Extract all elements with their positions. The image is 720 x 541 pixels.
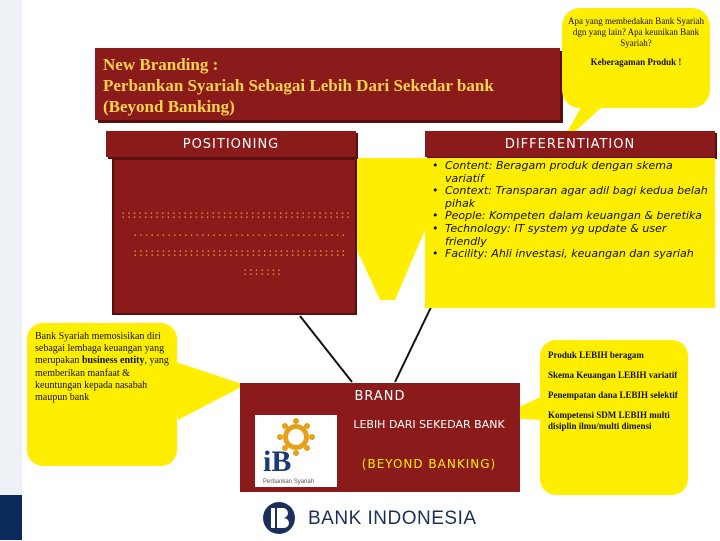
brand-line-1: LEBIH DARI SEKEDAR BANK (353, 418, 505, 431)
yellow-wedge (357, 158, 425, 300)
left-note-part-2: , yang memberikan manfaat & keuntungan k… (35, 355, 169, 404)
differentiation-item-people: •People: Kompeten dalam keuangan & beret… (432, 209, 703, 223)
right-note-bubble: Produk LEBIH beragam Skema Keuangan LEBI… (540, 340, 688, 495)
right-note-item-1: Produk LEBIH beragam (548, 350, 644, 360)
title-box: New Branding : Perbankan Syariah Sebagai… (95, 48, 560, 120)
dotted-line-4: ::::::: (242, 265, 282, 278)
callout-emphasis: Keberagaman Produk ! (590, 57, 682, 67)
left-band (0, 495, 22, 540)
connector-right (394, 302, 434, 383)
positioning-header: POSITIONING (106, 131, 356, 157)
differentiation-list: •Content: Beragam produk dengan skema va… (429, 159, 709, 261)
differentiation-box: •Content: Beragam produk dengan skema va… (425, 158, 715, 308)
differentiation-item-facility: •Facility: Ahli investasi, keuangan dan … (432, 247, 694, 261)
bank-indonesia-text: BANK INDONESIA (308, 508, 477, 529)
ib-logo: iB Perbankan Syariah (255, 415, 337, 487)
title-line-2: Perbankan Syariah Sebagai Lebih Dari Sek… (103, 76, 494, 95)
left-note-bubble: Bank Syariah memosisikan diri sebagai le… (27, 323, 177, 466)
left-note-part-1: Bank Syariah memosisikan diri sebagai le… (35, 331, 165, 367)
differentiation-header: DIFFERENTIATION (425, 131, 715, 157)
connector-left (299, 315, 353, 383)
brand-line-2: (BEYOND BANKING) (361, 457, 497, 471)
title-line-3: (Beyond Banking) (103, 97, 235, 116)
right-note-item-2: Skema Keuangan LEBIH variatif (548, 370, 678, 380)
brand-header: BRAND (240, 383, 520, 410)
svg-text:Perbankan Syariah: Perbankan Syariah (263, 479, 314, 485)
bank-indonesia-emblem-icon (263, 502, 295, 534)
bank-indonesia-logo (255, 500, 495, 536)
positioning-box: ::::::::::::::::::::::::::::::::::::::::… (112, 158, 357, 315)
callout-bubble: Apa yang membedakan Bank Syariah dgn yan… (562, 8, 710, 108)
differentiation-item-context: •Context: Transparan agar adil bagi kedu… (432, 184, 708, 210)
title-line-1: New Branding : (103, 55, 219, 74)
dotted-line-1: ::::::::::::::::::::::::::::::::::::::::… (120, 208, 350, 221)
left-note-bold: business entity (81, 355, 145, 367)
differentiation-item-content: •Content: Beragam produk dengan skema va… (432, 159, 673, 185)
right-note-item-4: Kompetensi SDM LEBIH multi disiplin ilmu… (548, 410, 670, 431)
left-strip (0, 0, 22, 540)
dotted-line-2: ........................................… (132, 226, 347, 239)
differentiation-item-technology: •Technology: IT system yg update & user … (432, 221, 667, 248)
callout-question: Apa yang membedakan Bank Syariah dgn yan… (568, 16, 704, 48)
right-note-item-3: Penempatan dana LEBIH selektif (548, 390, 678, 400)
svg-text:iB: iB (263, 445, 291, 478)
ib-logo-icon: iB Perbankan Syariah (263, 418, 315, 485)
dotted-line-3: ::::::::::::::::::::::::::::::::::::::::… (132, 246, 347, 259)
left-bubble-pointer (170, 360, 245, 420)
